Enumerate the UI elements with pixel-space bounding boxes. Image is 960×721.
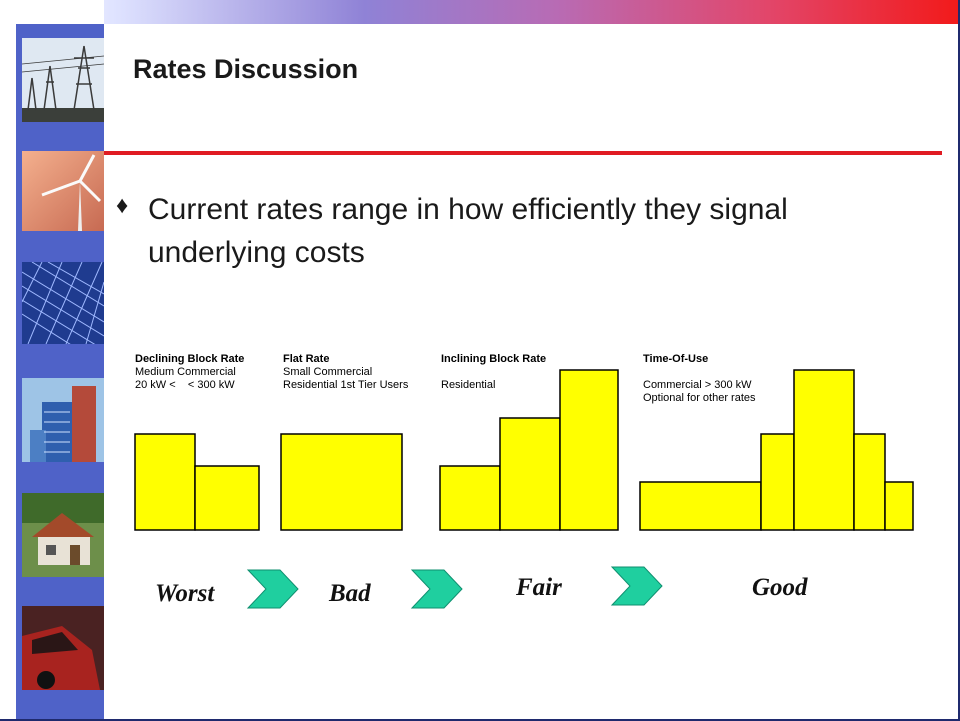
rate-desc-line2: 20 kW < < 300 kW xyxy=(135,379,235,391)
power-tower-photo xyxy=(22,38,104,122)
rate-block xyxy=(760,433,795,531)
rating-worst: Worst xyxy=(155,580,215,607)
rate-block xyxy=(884,481,914,531)
bullet-diamond-icon: ♦ xyxy=(116,192,129,219)
house-photo xyxy=(22,493,104,577)
rate-desc-line2: Residential 1st Tier Users xyxy=(283,379,409,391)
rate-desc-line2: Commercial > 300 kW xyxy=(643,379,752,391)
rate-block xyxy=(499,417,561,531)
rating-fair: Fair xyxy=(516,574,562,601)
bullet-text: Current rates range in how efficiently t… xyxy=(148,193,788,269)
rating-bad: Bad xyxy=(329,580,371,607)
rate-name: Flat Rate xyxy=(283,353,330,365)
rate-block xyxy=(559,369,619,531)
sidebar-blue-strip xyxy=(16,24,104,721)
rate-block xyxy=(439,465,501,531)
rate-block xyxy=(793,369,855,531)
rate-desc-line1: Small Commercial xyxy=(283,366,373,378)
rate-label-flat: Flat Rate Small Commercial Residential 1… xyxy=(283,353,408,392)
rate-block xyxy=(134,433,196,531)
wind-turbine-photo xyxy=(22,151,104,231)
rate-block xyxy=(194,465,260,531)
solar-panel-photo xyxy=(22,262,104,344)
title-divider xyxy=(104,151,942,155)
rate-desc-line3: Optional for other rates xyxy=(643,392,756,404)
rate-label-inclining: Inclining Block Rate Residential xyxy=(441,353,546,392)
electric-car-photo xyxy=(22,606,104,690)
rating-good: Good xyxy=(752,574,808,601)
rate-name: Declining Block Rate xyxy=(135,353,245,365)
rate-block xyxy=(853,433,886,531)
rate-label-declining: Declining Block Rate Medium Commercial 2… xyxy=(135,353,244,392)
rate-name: Inclining Block Rate xyxy=(441,353,547,365)
rate-label-tou: Time-Of-Use Commercial > 300 kW Optional… xyxy=(643,353,756,405)
slide-title: Rates Discussion xyxy=(133,54,359,84)
building-photo xyxy=(22,378,104,462)
rate-name: Time-Of-Use xyxy=(643,353,709,365)
rate-block xyxy=(639,481,762,531)
rate-desc-line1: Medium Commercial xyxy=(135,366,236,378)
rate-block xyxy=(280,433,403,531)
header-gradient-bar xyxy=(0,0,960,24)
rate-desc-line2: Residential xyxy=(441,379,496,391)
